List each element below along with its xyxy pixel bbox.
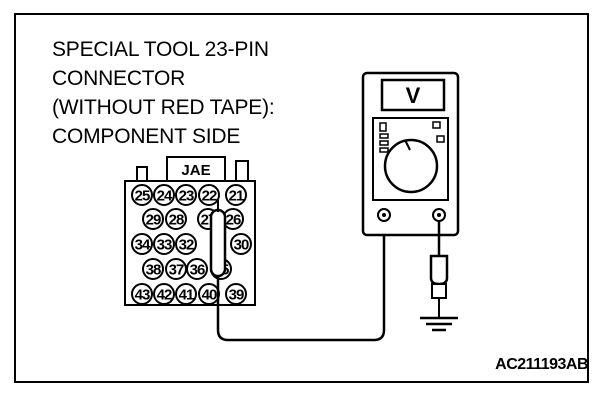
connector-pin-36 bbox=[186, 258, 208, 280]
connector-pin-label-24: 24 bbox=[157, 188, 173, 205]
connector-pin-24 bbox=[153, 184, 175, 206]
meter-indicator-1 bbox=[379, 122, 387, 132]
connector-latch-right bbox=[235, 160, 249, 182]
positive-lead-wire bbox=[216, 226, 386, 342]
connector-pin-39 bbox=[225, 283, 247, 305]
caption-line-1: SPECIAL TOOL 23-PIN bbox=[52, 38, 269, 61]
probe-negative bbox=[420, 221, 458, 332]
caption-line-4: COMPONENT SIDE bbox=[52, 125, 241, 148]
connector-pin-32 bbox=[175, 233, 197, 255]
connector-pin-25 bbox=[131, 184, 153, 206]
connector-pin-label-38: 38 bbox=[146, 262, 161, 279]
connector-pin-label-22: 22 bbox=[202, 188, 217, 205]
connector-pin-41 bbox=[175, 283, 197, 305]
meter-display-symbol: V bbox=[406, 83, 421, 108]
connector-pin-label-30: 30 bbox=[234, 237, 249, 254]
connector-pin-34 bbox=[131, 233, 153, 255]
figure-id: AC211193AB bbox=[495, 356, 588, 373]
connector-pin-23 bbox=[175, 184, 197, 206]
connector-pin-label-43: 43 bbox=[135, 287, 150, 304]
connector-pin-label-28: 28 bbox=[169, 212, 184, 229]
connector-brand-label: JAE bbox=[181, 162, 210, 179]
connector-pin-label-21: 21 bbox=[229, 188, 244, 205]
caption-line-2: CONNECTOR bbox=[52, 67, 186, 90]
connector-pin-label-37: 37 bbox=[169, 262, 184, 279]
meter-indicator-6 bbox=[436, 135, 445, 143]
diagram-caption: SPECIAL TOOL 23-PIN CONNECTOR (WITHOUT R… bbox=[52, 35, 352, 151]
meter-jack-negative-core bbox=[437, 213, 441, 217]
meter-display bbox=[380, 78, 446, 112]
diagram-frame bbox=[14, 13, 589, 383]
connector-pin-22 bbox=[198, 184, 220, 206]
connector-pin-label-41: 41 bbox=[179, 287, 194, 304]
probe-pin-body bbox=[209, 208, 227, 278]
connector-pin-label-29: 29 bbox=[146, 212, 161, 229]
probe-positive bbox=[209, 200, 386, 342]
connector-pin-label-26: 26 bbox=[226, 212, 241, 229]
connector-pin-label-25: 25 bbox=[135, 188, 150, 205]
connector: JAE 252423222129282726343332303837363543… bbox=[124, 156, 256, 306]
connector-pin-42 bbox=[153, 283, 175, 305]
caption-line-3: (WITHOUT RED TAPE): bbox=[52, 96, 275, 119]
connector-pin-38 bbox=[142, 258, 164, 280]
meter-indicator-2 bbox=[379, 133, 389, 139]
connector-pin-label-42: 42 bbox=[157, 287, 172, 304]
connector-pin-label-33: 33 bbox=[157, 237, 172, 254]
connector-pin-label-39: 39 bbox=[229, 287, 244, 304]
connector-pin-29 bbox=[142, 208, 164, 230]
meter-indicator-3 bbox=[379, 140, 389, 146]
connector-pin-28 bbox=[165, 208, 187, 230]
multimeter: V bbox=[361, 71, 460, 237]
meter-dial-pointer bbox=[404, 139, 411, 151]
meter-jack-positive-core bbox=[382, 213, 386, 217]
negative-probe-handle bbox=[429, 254, 449, 286]
connector-pin-label-40: 40 bbox=[202, 287, 217, 304]
connector-pin-21 bbox=[225, 184, 247, 206]
meter-indicator-4 bbox=[379, 147, 389, 153]
connector-brand-tab bbox=[166, 156, 226, 182]
connector-pin-label-36: 36 bbox=[190, 262, 205, 279]
connector-pin-label-34: 34 bbox=[135, 237, 151, 254]
connector-pin-30 bbox=[230, 233, 252, 255]
connector-pin-43 bbox=[131, 283, 153, 305]
meter-indicator-5 bbox=[432, 121, 441, 129]
connector-latch-left bbox=[136, 166, 148, 182]
connector-pin-33 bbox=[153, 233, 175, 255]
connector-pin-label-32: 32 bbox=[179, 237, 194, 254]
negative-probe-clip bbox=[431, 283, 447, 299]
connector-pin-label-23: 23 bbox=[179, 188, 194, 205]
meter-range-dial bbox=[383, 138, 439, 194]
